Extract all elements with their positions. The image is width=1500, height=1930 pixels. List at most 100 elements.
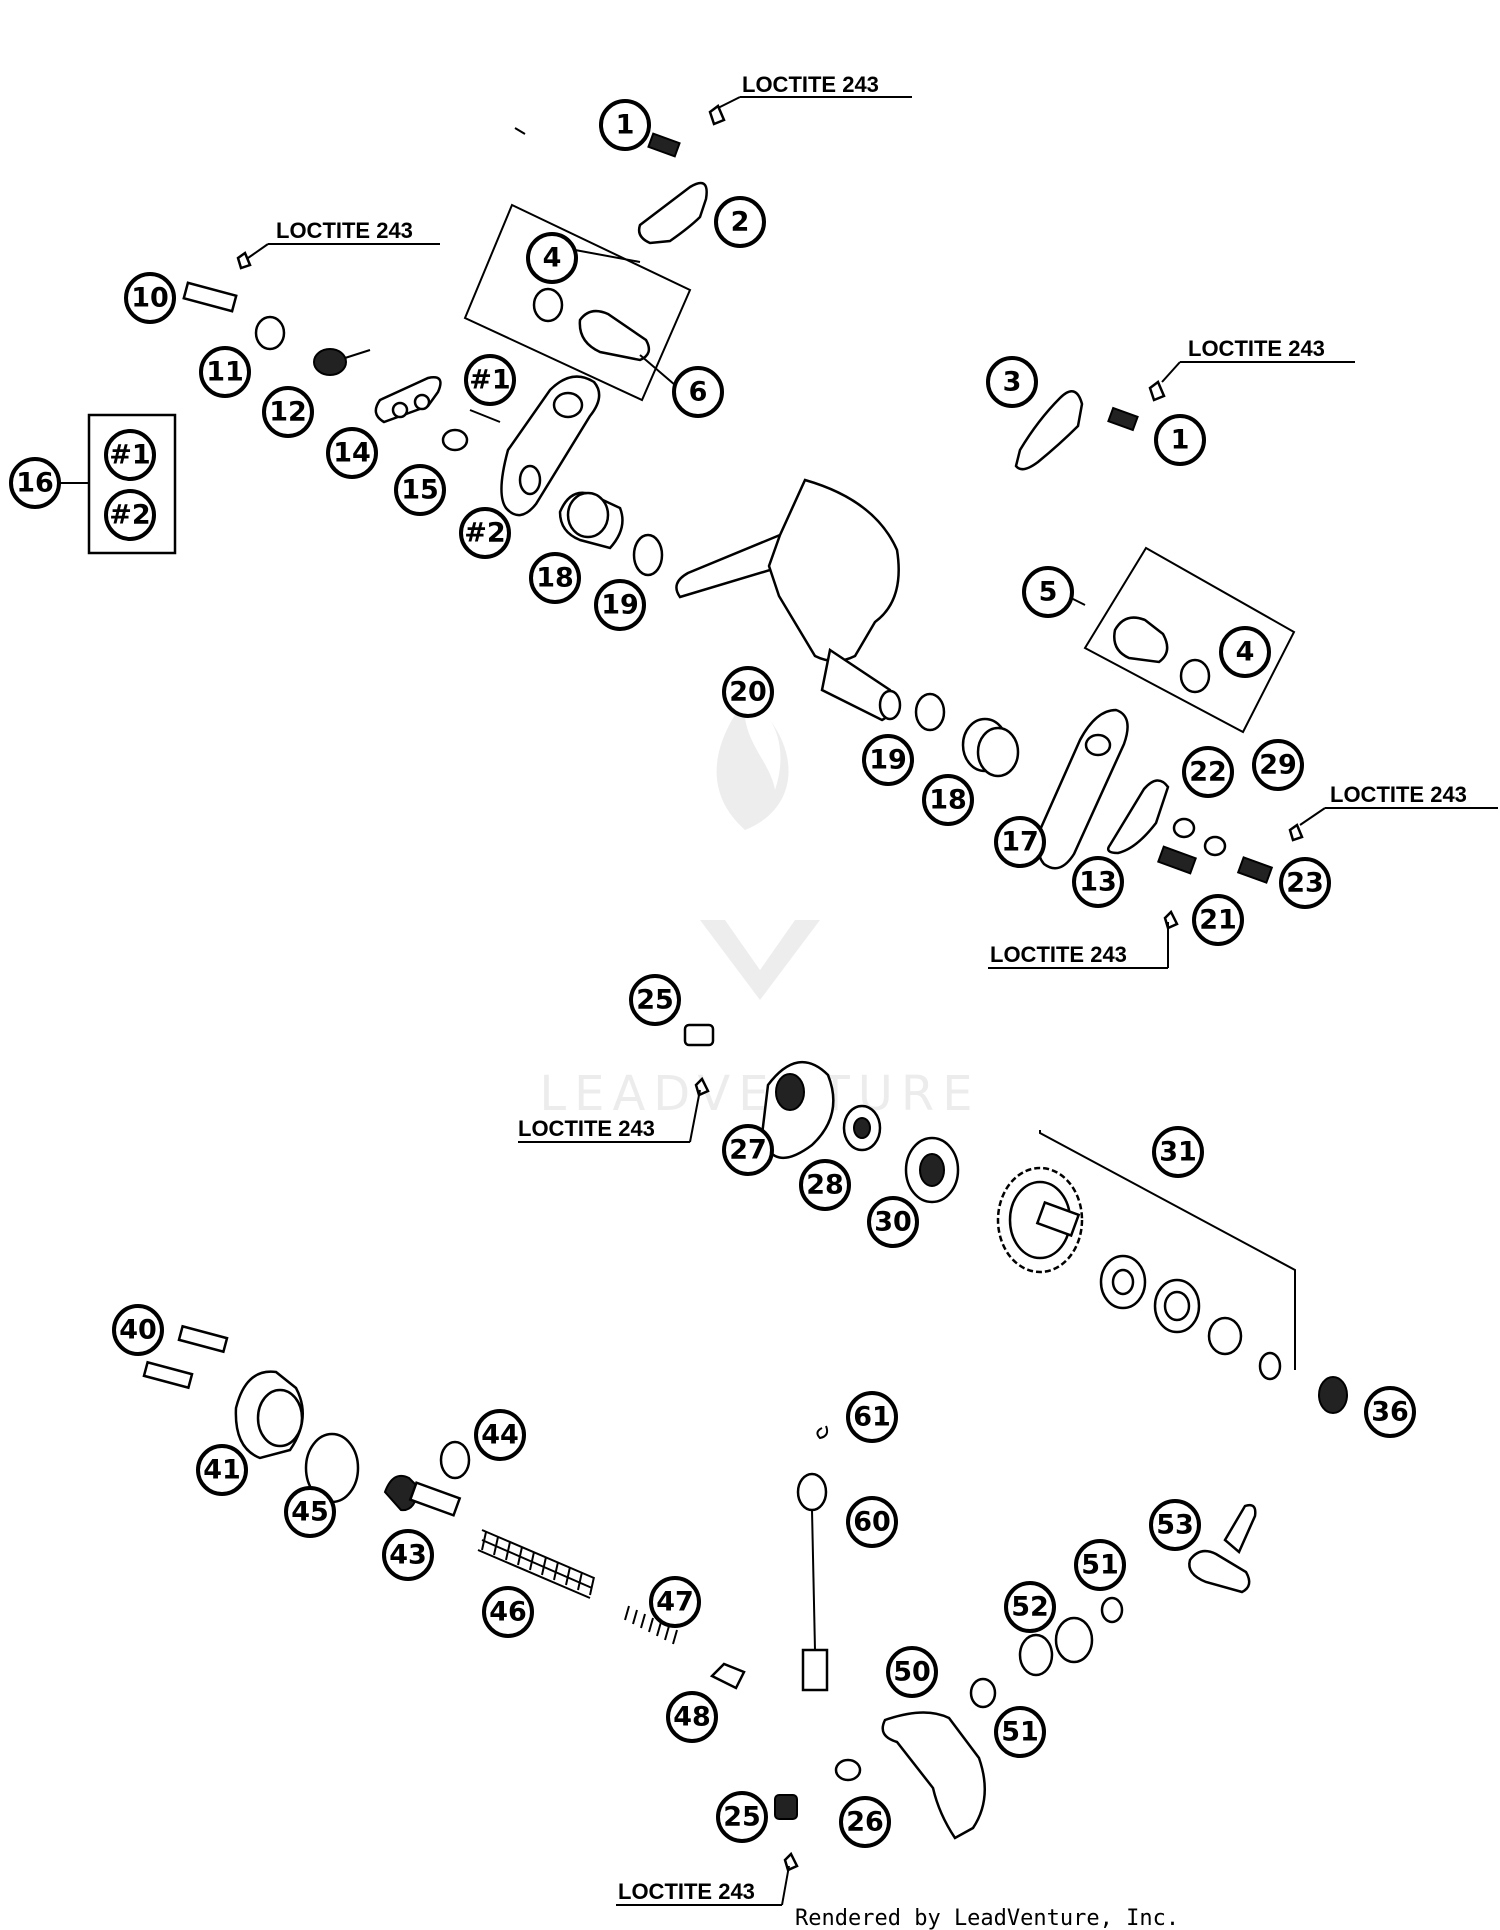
svg-text:21: 21 (1199, 905, 1237, 936)
callout-23: 23 (1279, 857, 1331, 909)
svg-text:#2: #2 (109, 500, 150, 531)
svg-text:16: 16 (16, 468, 54, 499)
svg-text:3: 3 (1003, 367, 1022, 398)
callout-26: 26 (839, 1796, 891, 1848)
svg-text:LOCTITE 243: LOCTITE 243 (276, 218, 413, 243)
svg-text:19: 19 (869, 745, 907, 776)
callout-hash2: #2 (459, 507, 511, 559)
callout-30: 30 (867, 1196, 919, 1248)
svg-text:18: 18 (536, 563, 574, 594)
svg-text:LOCTITE 243: LOCTITE 243 (1330, 782, 1467, 807)
callout-20: 20 (722, 666, 774, 718)
callout-36: 36 (1364, 1386, 1416, 1438)
svg-text:45: 45 (291, 1497, 329, 1528)
svg-text:13: 13 (1079, 867, 1117, 898)
svg-text:53: 53 (1156, 1510, 1194, 1541)
callout-44: 44 (474, 1409, 526, 1461)
callout-40: 40 (112, 1304, 164, 1356)
loctite-note-3: LOCTITE 243 (1161, 336, 1355, 383)
svg-text:2: 2 (731, 207, 750, 238)
callout-28: 28 (799, 1159, 851, 1211)
svg-text:#1: #1 (469, 365, 510, 396)
callout-2: 2 (714, 196, 766, 248)
callout-17: 17 (994, 816, 1046, 868)
loctite-note-7: LOCTITE 243 (616, 1865, 790, 1906)
svg-text:18: 18 (929, 785, 967, 816)
callout-3: 3 (986, 356, 1038, 408)
callout-18: 18 (529, 552, 581, 604)
leadventure-watermark: LEADVENTURE (539, 700, 980, 1122)
loctite-note-5: LOCTITE 243 (988, 922, 1169, 969)
svg-text:29: 29 (1259, 750, 1297, 781)
callout-25: 25 (629, 974, 681, 1026)
callout-1-right: 1 (1154, 414, 1206, 466)
callout-45: 45 (284, 1486, 336, 1538)
svg-text:61: 61 (853, 1402, 891, 1433)
svg-text:11: 11 (206, 357, 244, 388)
svg-text:6: 6 (689, 377, 708, 408)
callout-31: 31 (1152, 1126, 1204, 1178)
callout-48: 48 (666, 1691, 718, 1743)
callout-1: 1 (599, 99, 651, 151)
svg-text:48: 48 (673, 1702, 711, 1733)
svg-text:47: 47 (656, 1587, 694, 1618)
svg-text:25: 25 (636, 985, 674, 1016)
loctite-note-6: LOCTITE 243 (518, 1089, 701, 1143)
callout-kit-hash1: #1 (104, 429, 156, 481)
callout-14: 14 (326, 427, 378, 479)
callout-11: 11 (199, 346, 251, 398)
leader-lines (58, 127, 1176, 1161)
callout-51-upper: 51 (1074, 1539, 1126, 1591)
kit-31-bracket-line (1039, 1130, 1296, 1370)
callout-4-right: 4 (1219, 626, 1271, 678)
svg-text:4: 4 (1236, 637, 1255, 668)
svg-text:#1: #1 (109, 440, 150, 471)
svg-text:51: 51 (1001, 1717, 1039, 1748)
callout-51-lower: 51 (994, 1706, 1046, 1758)
callout-22: 22 (1182, 746, 1234, 798)
svg-text:LOCTITE 243: LOCTITE 243 (618, 1879, 755, 1904)
svg-text:25: 25 (723, 1802, 761, 1833)
callout-4: 4 (526, 232, 578, 284)
svg-text:12: 12 (269, 397, 307, 428)
svg-text:5: 5 (1039, 577, 1058, 608)
footer-credit: Rendered by LeadVenture, Inc. (795, 1906, 1179, 1930)
svg-text:20: 20 (729, 677, 767, 708)
callout-41: 41 (196, 1444, 248, 1496)
svg-text:22: 22 (1189, 757, 1227, 788)
svg-text:30: 30 (874, 1207, 912, 1238)
part-group-shaft (675, 478, 1304, 930)
svg-text:46: 46 (489, 1597, 527, 1628)
watermark-text: LEADVENTURE (539, 1066, 980, 1122)
callout-46: 46 (482, 1586, 534, 1638)
callout-50: 50 (886, 1646, 938, 1698)
callout-12: 12 (262, 386, 314, 438)
svg-text:4: 4 (543, 243, 562, 274)
svg-text:17: 17 (1001, 827, 1039, 858)
svg-text:44: 44 (481, 1420, 519, 1451)
callout-10: 10 (124, 272, 176, 324)
svg-text:10: 10 (131, 283, 169, 314)
part-group-top (182, 104, 1166, 577)
callout-21: 21 (1192, 894, 1244, 946)
svg-text:26: 26 (846, 1807, 884, 1838)
svg-text:27: 27 (729, 1135, 767, 1166)
callout-15: 15 (394, 464, 446, 516)
callout-61: 61 (846, 1391, 898, 1443)
callout-kit-hash2: #2 (104, 489, 156, 541)
svg-text:43: 43 (389, 1540, 427, 1571)
kit-4-top-box (463, 203, 692, 402)
svg-text:LOCTITE 243: LOCTITE 243 (1188, 336, 1325, 361)
svg-text:19: 19 (601, 590, 639, 621)
svg-text:LOCTITE 243: LOCTITE 243 (742, 72, 879, 97)
svg-text:52: 52 (1011, 1592, 1049, 1623)
svg-text:51: 51 (1081, 1550, 1119, 1581)
kit-4-right-box (1083, 546, 1296, 734)
svg-text:36: 36 (1371, 1397, 1409, 1428)
svg-text:31: 31 (1159, 1137, 1197, 1168)
callout-60: 60 (846, 1496, 898, 1548)
svg-text:1: 1 (1171, 425, 1190, 456)
callout-19-lower: 19 (862, 734, 914, 786)
callout-29: 29 (1252, 739, 1304, 791)
